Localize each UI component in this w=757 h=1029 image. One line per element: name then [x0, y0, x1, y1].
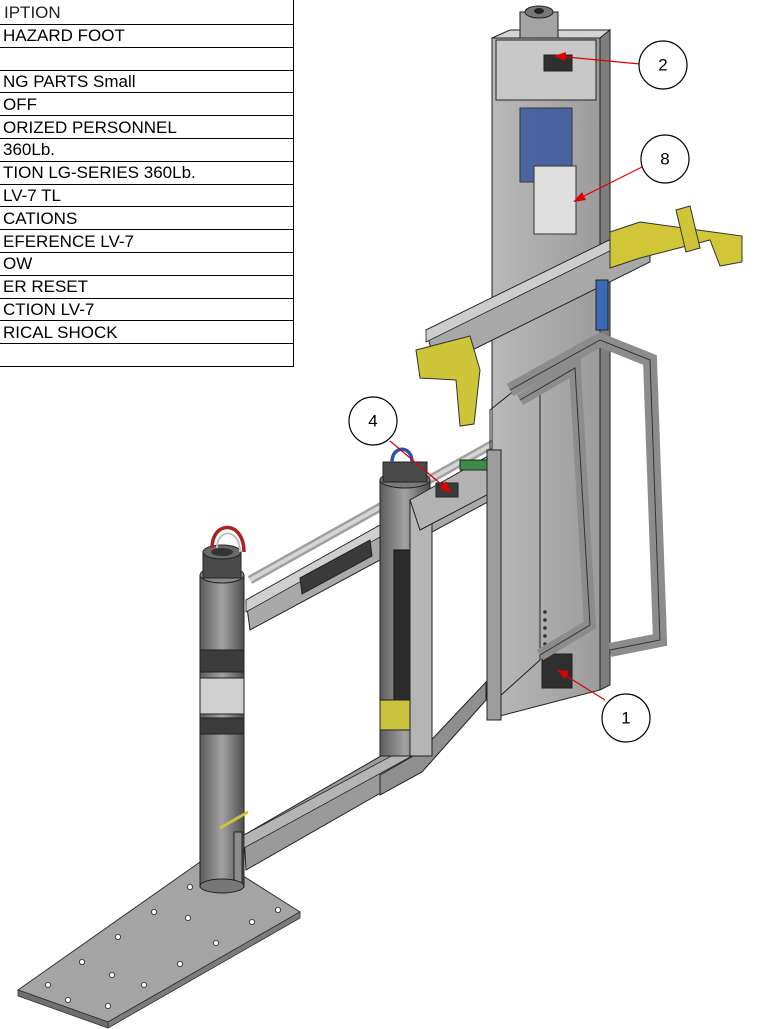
callout-label: 2 — [658, 56, 667, 75]
callout-1: 1 — [557, 670, 651, 743]
part-description — [0, 46, 294, 71]
arrowhead-icon — [554, 52, 566, 61]
table-row: OW — [0, 251, 294, 276]
table-row: RICAL SHOCK — [0, 320, 294, 344]
parts-list-table: IPTION HAZARD FOOT NG PARTS Small OFF OR… — [0, 0, 294, 367]
table-row — [0, 343, 294, 367]
callout-label: 8 — [660, 150, 669, 169]
part-description: NG PARTS Small — [0, 69, 294, 93]
table-row: CATIONS — [0, 206, 294, 230]
table-row: TION LG-SERIES 360Lb. — [0, 160, 294, 185]
part-description: LV-7 TL — [0, 183, 294, 207]
callout-circle — [640, 134, 690, 184]
part-description: TION LG-SERIES 360Lb. — [0, 160, 294, 185]
leader-line — [555, 55, 641, 65]
arrowhead-icon — [440, 481, 451, 493]
leader-line — [389, 440, 449, 491]
part-description: CATIONS — [0, 206, 294, 230]
callout-2: 2 — [554, 40, 688, 90]
table-header-row: IPTION — [0, 0, 294, 25]
part-description: HAZARD FOOT — [0, 24, 294, 48]
callout-label: 4 — [368, 412, 377, 431]
leader-line — [559, 671, 606, 701]
part-description: EFERENCE LV-7 — [0, 229, 294, 253]
arrowhead-icon — [573, 192, 586, 202]
table-row — [0, 46, 294, 71]
table-row: ORIZED PERSONNEL — [0, 115, 294, 139]
left-post — [199, 525, 249, 894]
leader-line — [575, 166, 643, 201]
lower-frame — [243, 680, 487, 871]
callout-label: 1 — [621, 709, 630, 728]
table-row: CTION LV-7 — [0, 297, 294, 321]
callout-4: 4 — [348, 396, 451, 493]
callout-circle — [638, 40, 688, 90]
middle-post — [379, 447, 433, 757]
part-description: OW — [0, 251, 294, 276]
part-description: RICAL SHOCK — [0, 320, 294, 344]
part-description: 360Lb. — [0, 137, 294, 162]
table-row: 360Lb. — [0, 137, 294, 162]
table-row: HAZARD FOOT — [0, 24, 294, 48]
description-column-header: IPTION — [0, 0, 294, 25]
part-description: CTION LV-7 — [0, 297, 294, 321]
table-row: LV-7 TL — [0, 183, 294, 207]
callout-circle — [348, 396, 398, 446]
callout-8: 8 — [573, 134, 690, 202]
table-row: OFF — [0, 92, 294, 116]
part-description: ORIZED PERSONNEL — [0, 115, 294, 139]
carriage-frame — [486, 332, 668, 721]
table-row: NG PARTS Small — [0, 69, 294, 93]
table-row: ER RESET — [0, 274, 294, 299]
callout-circle — [601, 693, 651, 743]
part-description: OFF — [0, 92, 294, 116]
arrowhead-icon — [557, 670, 569, 679]
part-description — [0, 343, 294, 367]
part-description: ER RESET — [0, 274, 294, 299]
lift-arm — [415, 205, 743, 427]
table-row: EFERENCE LV-7 — [0, 229, 294, 253]
base-plate — [16, 854, 301, 1029]
